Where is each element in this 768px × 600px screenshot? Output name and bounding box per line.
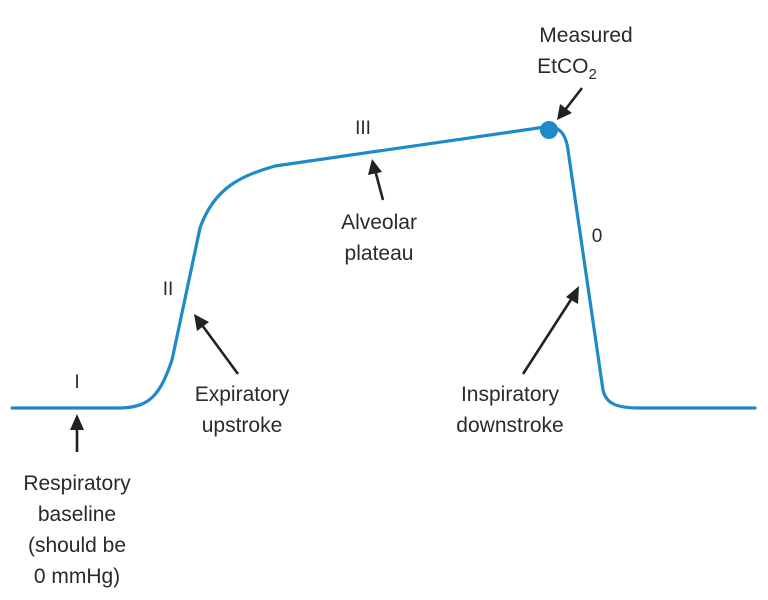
- phase-label-i: I: [74, 372, 79, 393]
- label-expiratory-upstroke-line2: upstroke: [202, 414, 283, 437]
- phase-label-iii: III: [355, 118, 371, 139]
- arrow-baseline: [70, 414, 84, 452]
- arrow-etco2: [557, 87, 584, 120]
- phase-label-ii: II: [163, 279, 174, 300]
- label-measured-etco2-subscript: 2: [589, 66, 597, 83]
- label-alveolar-plateau-line2: plateau: [345, 242, 414, 265]
- etco2-peak-marker: [540, 121, 558, 139]
- arrow-upstroke: [194, 314, 240, 375]
- capnogram-waveform: [10, 125, 757, 410]
- label-measured-line1: Measured: [539, 24, 632, 47]
- label-respiratory-baseline-line2: baseline: [38, 503, 116, 526]
- label-respiratory-baseline-line4: 0 mmHg): [34, 565, 120, 588]
- phase-label-0: 0: [592, 226, 603, 247]
- arrow-plateau: [368, 159, 385, 201]
- label-inspiratory-downstroke-line2: downstroke: [456, 414, 563, 437]
- label-measured-etco2: EtCO2: [537, 55, 597, 83]
- label-alveolar-plateau-line1: Alveolar: [341, 211, 417, 234]
- label-measured-etco2-main: EtCO: [537, 55, 588, 78]
- label-respiratory-baseline-line3: (should be: [28, 534, 126, 557]
- label-inspiratory-downstroke-line1: Inspiratory: [461, 383, 560, 406]
- label-respiratory-baseline-line1: Respiratory: [23, 472, 131, 495]
- arrow-downstroke: [521, 286, 579, 375]
- label-expiratory-upstroke-line1: Expiratory: [195, 383, 290, 406]
